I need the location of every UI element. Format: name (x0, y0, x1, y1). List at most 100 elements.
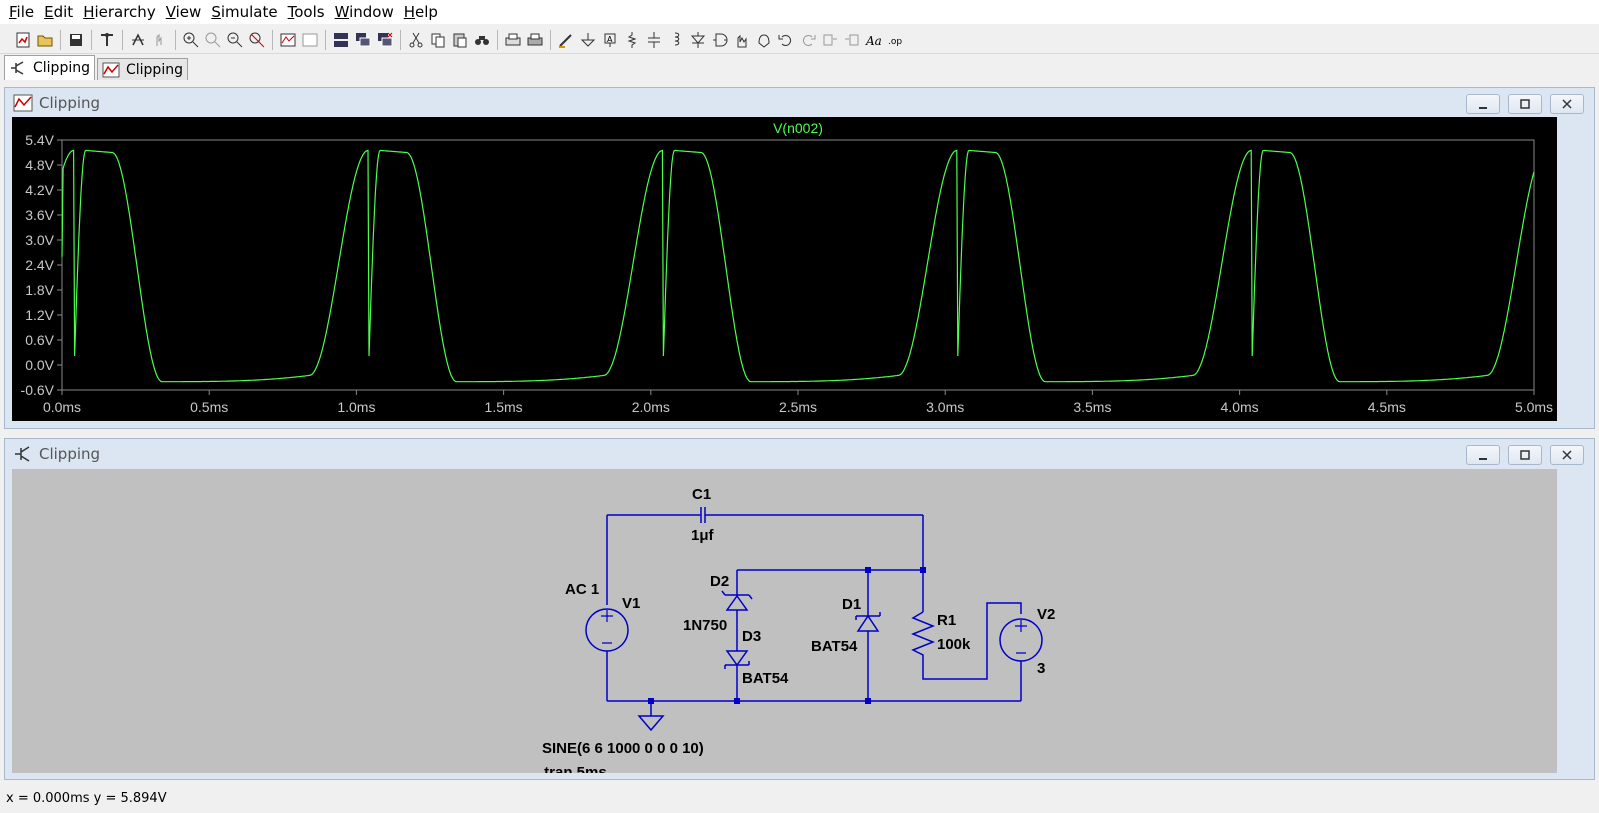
close-button[interactable] (1550, 94, 1584, 114)
spice-directive-icon[interactable]: .op (885, 29, 907, 51)
maximize-icon (1520, 99, 1530, 109)
minimize-button[interactable] (1466, 445, 1500, 465)
y-tick-label: 1.8V (25, 282, 54, 298)
d1-name: D1 (842, 596, 861, 613)
waveform-icon (102, 62, 120, 77)
y-tick-label: 1.2V (25, 307, 54, 323)
x-tick-label: 0.0ms (43, 399, 81, 415)
zoom-fit-icon[interactable] (246, 29, 268, 51)
drag-icon[interactable] (753, 29, 775, 51)
x-tick-label: 2.0ms (632, 399, 670, 415)
trace-v-n002 (61, 149, 1535, 383)
waveform-icon (13, 94, 33, 112)
r1-symbol[interactable] (910, 602, 1022, 680)
tab-label: Clipping (125, 61, 183, 78)
y-tick-label: 2.4V (25, 257, 54, 273)
zoom-in-icon[interactable] (180, 29, 202, 51)
inductor-icon[interactable] (665, 29, 687, 51)
new-schematic-icon[interactable] (12, 29, 34, 51)
svg-text:Aa: Aa (865, 34, 882, 48)
status-bar: x = 0.000ms y = 5.894V (0, 783, 1599, 813)
d1-symbol[interactable] (855, 612, 881, 632)
mirror-icon[interactable] (841, 29, 863, 51)
d2-model: 1N750 (683, 617, 727, 634)
halt-icon[interactable] (149, 29, 171, 51)
toolbar: A Aa .op (0, 26, 1599, 54)
capacitor-icon[interactable] (643, 29, 665, 51)
cut-icon[interactable] (405, 29, 427, 51)
tran-directive: .tran 5ms (540, 764, 607, 773)
cascade-icon[interactable] (352, 29, 374, 51)
d2-symbol[interactable] (721, 590, 753, 611)
v2-value: 3 (1037, 660, 1045, 677)
run-icon[interactable] (127, 29, 149, 51)
y-tick-label: -0.6V (21, 382, 55, 398)
delete-traces-icon[interactable] (299, 29, 321, 51)
text-icon[interactable]: Aa (863, 29, 885, 51)
menu-file[interactable]: File (9, 3, 35, 21)
r1-value: 100k (937, 636, 971, 653)
close-icon (1562, 99, 1572, 109)
maximize-button[interactable] (1508, 445, 1542, 465)
component-icon[interactable] (709, 29, 731, 51)
label-net-icon[interactable]: A (599, 29, 621, 51)
x-tick-label: 3.5ms (1073, 399, 1111, 415)
diode-icon[interactable] (687, 29, 709, 51)
menu-simulate[interactable]: Simulate (211, 3, 278, 21)
undo-icon[interactable] (775, 29, 797, 51)
r1-name: R1 (937, 612, 956, 629)
print-preview-icon[interactable] (502, 29, 524, 51)
control-panel-icon[interactable] (96, 29, 118, 51)
c1-symbol[interactable] (700, 507, 706, 523)
paste-icon[interactable] (449, 29, 471, 51)
schematic-drawing[interactable]: C1 1μf AC 1 V1 D2 1N750 D3 BAT54 D1 BAT5… (12, 469, 1557, 781)
autorange-icon[interactable] (277, 29, 299, 51)
junction (920, 567, 926, 573)
plot-window-titlebar[interactable]: Clipping (5, 88, 1594, 118)
y-tick-label: 3.0V (25, 232, 54, 248)
tile-horizontal-icon[interactable] (330, 29, 352, 51)
junction (865, 567, 871, 573)
move-icon[interactable] (731, 29, 753, 51)
draw-wire-icon[interactable] (555, 29, 577, 51)
close-all-icon[interactable] (374, 29, 396, 51)
minimize-button[interactable] (1466, 94, 1500, 114)
waveform-chart[interactable]: V(n002)5.4V4.8V4.2V3.6V3.0V2.4V1.8V1.2V0… (12, 117, 1557, 421)
svg-text:.op: .op (888, 37, 902, 47)
rotate-icon[interactable] (819, 29, 841, 51)
redo-icon[interactable] (797, 29, 819, 51)
c1-name: C1 (692, 486, 711, 503)
menu-help[interactable]: Help (403, 3, 438, 21)
open-icon[interactable] (34, 29, 56, 51)
schematic-window-titlebar[interactable]: Clipping (5, 439, 1594, 469)
minimize-icon (1479, 107, 1487, 109)
copy-icon[interactable] (427, 29, 449, 51)
save-icon[interactable] (65, 29, 87, 51)
d3-model: BAT54 (742, 670, 789, 687)
zoom-out-icon[interactable] (224, 29, 246, 51)
ground-icon[interactable] (577, 29, 599, 51)
schematic-window-title: Clipping (39, 445, 101, 463)
menu-tools[interactable]: Tools (287, 3, 325, 21)
resistor-icon[interactable] (621, 29, 643, 51)
x-tick-label: 4.5ms (1368, 399, 1406, 415)
pan-icon[interactable] (202, 29, 224, 51)
schematic-canvas[interactable]: C1 1μf AC 1 V1 D2 1N750 D3 BAT54 D1 BAT5… (12, 469, 1557, 781)
close-button[interactable] (1550, 445, 1584, 465)
print-icon[interactable] (524, 29, 546, 51)
menu-hierarchy[interactable]: Hierarchy (83, 3, 156, 21)
schematic-icon (11, 61, 24, 75)
v1-name: V1 (622, 595, 640, 612)
x-tick-label: 0.5ms (190, 399, 228, 415)
maximize-icon (1520, 450, 1530, 460)
menu-view[interactable]: View (165, 3, 202, 21)
junction (865, 698, 871, 704)
tab-schematic[interactable]: Clipping (4, 55, 95, 80)
menu-edit[interactable]: Edit (44, 3, 74, 21)
menu-window[interactable]: Window (334, 3, 394, 21)
find-icon[interactable] (471, 29, 493, 51)
close-icon (1562, 450, 1572, 460)
tab-waveform[interactable]: Clipping (96, 58, 188, 80)
maximize-button[interactable] (1508, 94, 1542, 114)
